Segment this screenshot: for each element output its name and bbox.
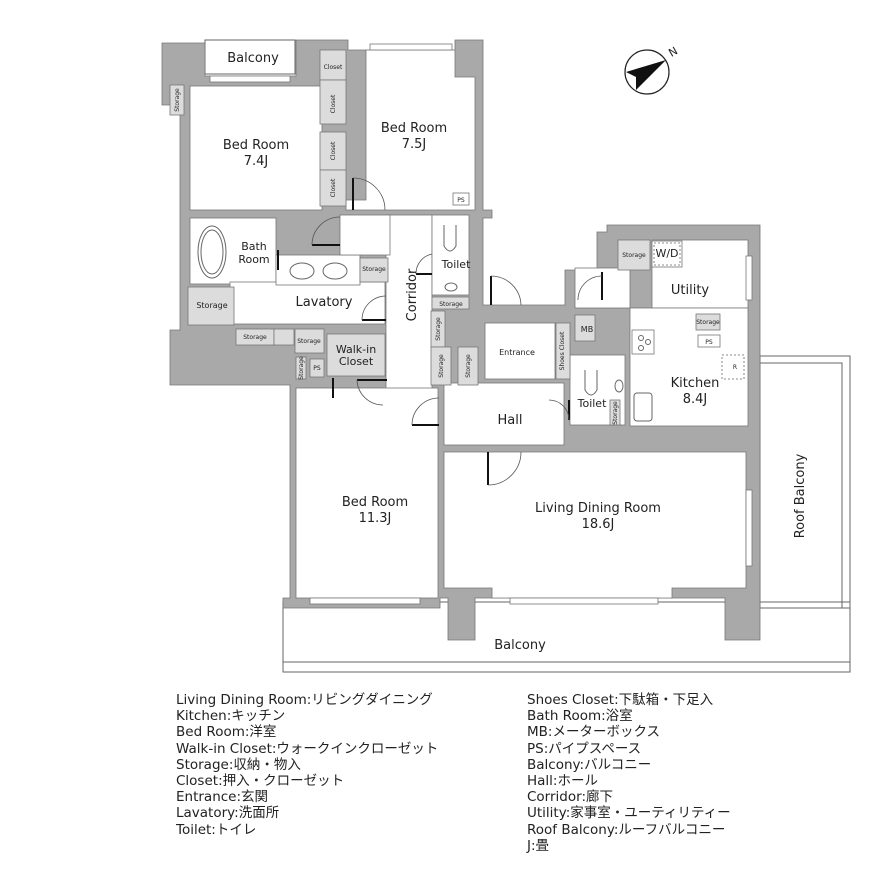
legend-item: Closet:押入・クローゼット [176,773,345,790]
bed-room-1-label: Bed Room [223,138,289,153]
corridor-label: Corridor [405,268,420,321]
fixtures [197,225,653,422]
roof-balcony-label: Roof Balcony [793,453,808,538]
legend-item: Living Dining Room:リビングダイニング [176,692,433,708]
ps-label: PS [705,339,713,346]
storage-label: Storage [696,319,720,326]
room-labels: Balcony Bed Room 7.4J Bed Room 7.5J Bath… [223,51,808,653]
bed-room-3-label: Bed Room [342,495,408,510]
kitchen-label: Kitchen [671,376,720,391]
legend-item: Walk-in Closet:ウォークインクローゼット [176,740,439,757]
ps-label: PS [457,197,465,204]
wd-label: W/D [655,247,678,260]
bed-room-2-label: Bed Room [381,121,447,136]
kitchen-size: 8.4J [683,392,708,407]
doors [277,177,603,486]
legend-item: Shoes Closet:下駄箱・下足入 [527,692,714,708]
floor-plan: Balcony Bed Room 7.4J Bed Room 7.5J Bath… [161,39,851,673]
storage-label: Storage [243,334,267,341]
closet-label: Closet [330,141,337,160]
bed-room-2-size: 7.5J [402,137,427,152]
legend-item: Toilet:トイレ [176,821,257,838]
legend-item: Storage:収納・物入 [176,756,301,773]
compass-north-label: N [666,44,680,59]
lavatory-label: Lavatory [296,295,353,310]
bath-room-label-1: Bath [241,240,267,253]
ps-label: PS [313,365,321,372]
living-dining-label: Living Dining Room [535,501,661,516]
legend-item: Roof Balcony:ルーフバルコニー [527,821,726,838]
closet-label: Closet [330,178,337,197]
legend-item: Balcony:バルコニー [527,756,652,773]
rooms [189,49,749,599]
storage-label: Storage [435,317,442,341]
legend-item: MB:メーターボックス [527,724,661,741]
storage-label: Storage [196,301,227,310]
living-dining-size: 18.6J [582,517,615,532]
walk-in-closet-label-1: Walk-in [336,343,376,356]
small-labels: Closet Closet Closet Closet Storage Stor… [174,64,720,425]
windows [209,43,753,605]
storage-label: Storage [612,401,619,425]
hall-label: Hall [498,413,523,428]
closet-label: Closet [324,64,343,71]
utility-label: Utility [671,283,710,298]
legend-item: Utility:家事室・ユーティリティー [527,805,731,822]
legend-item: Lavatory:洗面所 [176,805,280,822]
storage-label: Storage [362,266,386,273]
walk-in-closet-label-2: Closet [339,355,374,368]
toilet-1-label: Toilet [441,258,471,271]
legend-item: PS:パイプスペース [527,740,642,757]
mb-label: MB [581,325,593,334]
entrance-label: Entrance [499,348,535,357]
balcony-top-label: Balcony [227,51,279,66]
legend-item: Kitchen:キッチン [176,708,286,725]
balcony-bottom-label: Balcony [494,638,546,653]
legend-item: Bath Room:浴室 [527,708,633,725]
legend-item: Corridor:廊下 [527,789,613,806]
fridge-label: R [733,364,737,371]
storage-label: Storage [174,88,181,112]
shoes-closet-label: Shoes Closet [559,331,566,370]
toilet-2-label: Toilet [577,397,607,410]
legend-right: Shoes Closet:下駄箱・下足入 Bath Room:浴室 MB:メータ… [527,692,731,854]
bath-room-label-2: Room [238,253,269,266]
storages [169,49,745,426]
closet-label: Closet [330,94,337,113]
storage-label: Storage [438,354,445,378]
legend-left: Living Dining Room:リビングダイニング Kitchen:キッチ… [176,692,438,838]
legend-item: Hall:ホール [527,773,598,790]
legend-item: Bed Room:洋室 [176,724,277,741]
north-arrow-icon: N [624,44,680,95]
storage-label: Storage [439,301,463,308]
bed-room-1-size: 7.4J [244,154,269,169]
bed-room-3-size: 11.3J [359,511,392,526]
storage-label: Storage [297,338,321,345]
storage-label: Storage [298,356,305,380]
legend-item: Entrance:玄関 [176,789,269,806]
storage-label: Storage [622,252,646,259]
legend-item: J:畳 [527,837,550,854]
storage-label: Storage [465,354,472,378]
